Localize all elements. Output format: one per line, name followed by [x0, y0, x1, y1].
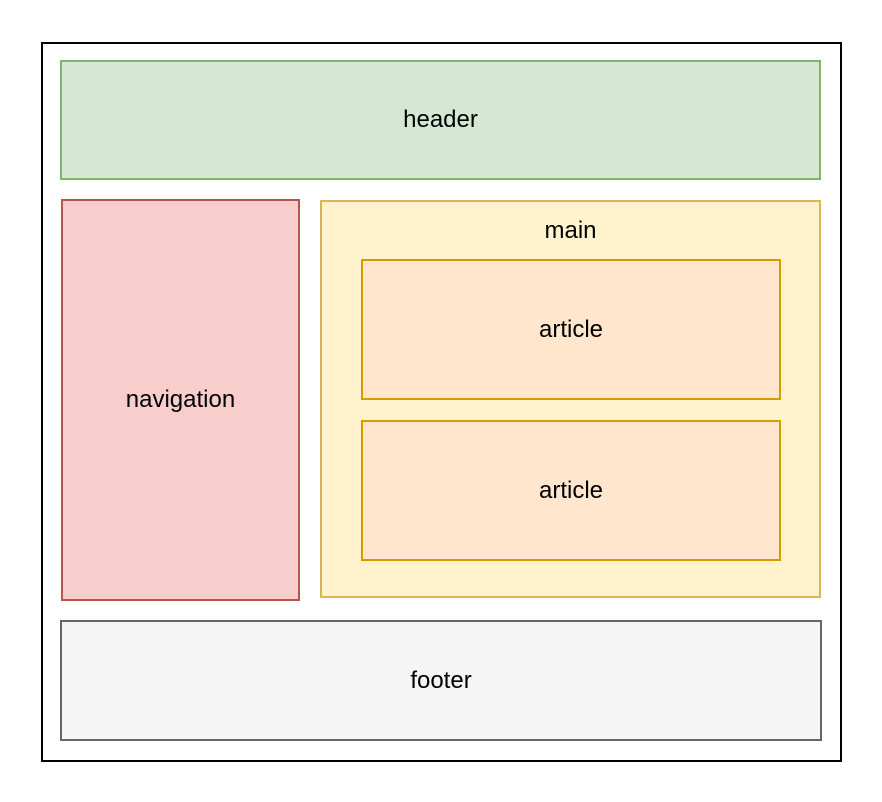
article-label: article	[538, 476, 604, 504]
article-box: article	[361, 420, 781, 561]
navigation-box: navigation	[61, 199, 300, 601]
navigation-label: navigation	[125, 386, 236, 413]
article-box: article	[361, 259, 781, 400]
header-box: header	[60, 60, 821, 180]
main-label: main	[544, 217, 597, 244]
footer-box: footer	[60, 620, 822, 741]
article-label: article	[538, 315, 604, 343]
main-box: main article article	[320, 200, 821, 598]
footer-label: footer	[410, 666, 472, 694]
header-label: header	[403, 106, 478, 133]
